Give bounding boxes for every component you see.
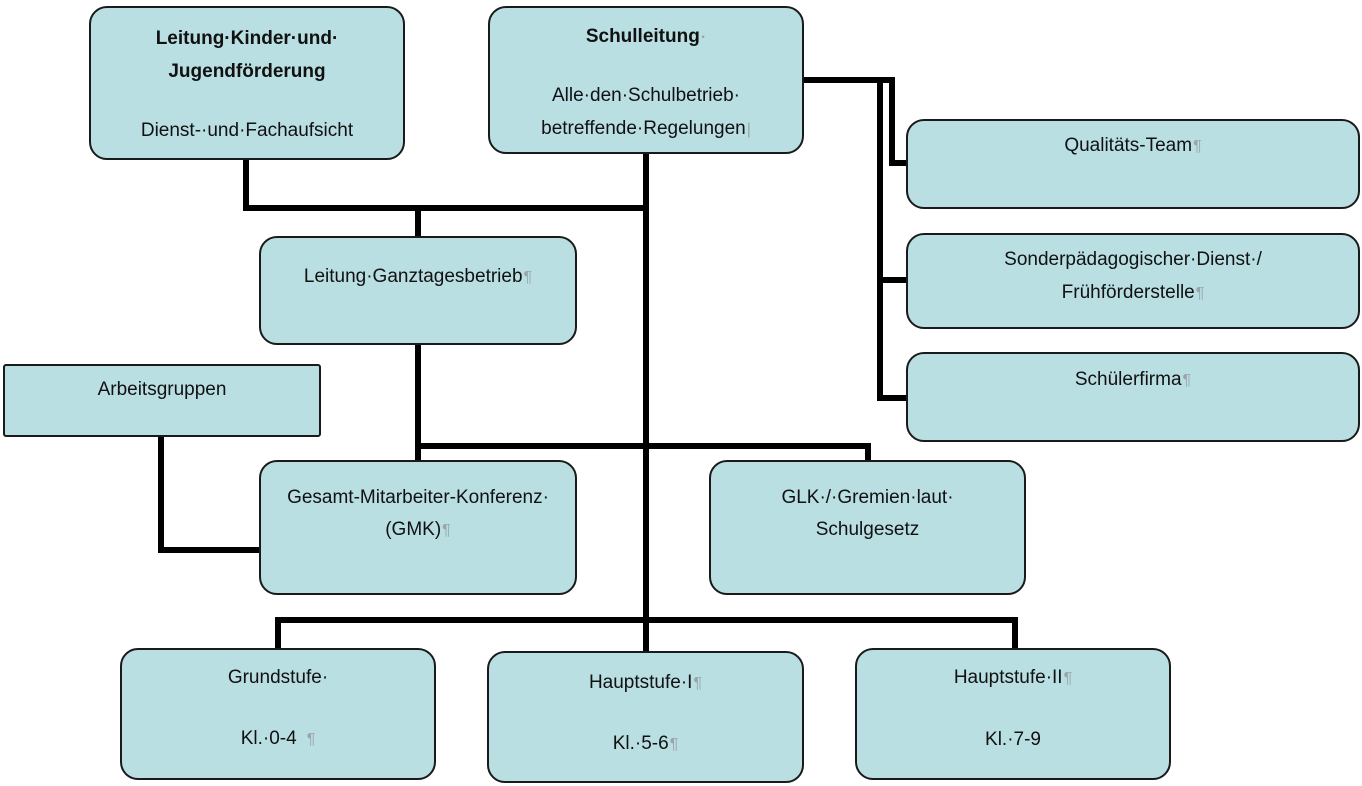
box-sonderpaedagogischer-dienst: Sonderpädagogischer·Dienst·/ Frühförders… bbox=[906, 233, 1360, 329]
schulleitung-title-mark: · bbox=[700, 29, 707, 46]
hauptstufe1-title-text: Hauptstufe·I bbox=[588, 672, 693, 693]
box-gesamt-mitarbeiter-konferenz: Gesamt-Mitarbeiter-Konferenz· (GMK)¶ bbox=[259, 460, 577, 595]
sonder-mark: ¶ bbox=[1195, 285, 1205, 302]
grundstufe-title: Grundstufe· bbox=[227, 667, 329, 688]
schuelerfirma-mark: ¶ bbox=[1182, 372, 1192, 389]
gmk-line2: (GMK)¶ bbox=[261, 519, 575, 541]
box-leitung-kinder-jugendfoerderung: Leitung·Kinder·und· Jugendförderung Dien… bbox=[89, 6, 405, 160]
hauptstufe1-classes-mark: ¶ bbox=[669, 736, 679, 753]
box-leitung-ganztagesbetrieb: Leitung·Ganztagesbetrieb¶ bbox=[259, 236, 577, 345]
connector-ganztag-gmk-glk bbox=[415, 342, 871, 463]
ganztag-mark: ¶ bbox=[523, 269, 533, 286]
qualitaet-label: Qualitäts-Team¶ bbox=[908, 135, 1358, 157]
schulleitung-sub-line2: betreffende·Regelungen| bbox=[490, 118, 802, 140]
sonder-line1: Sonderpädagogischer·Dienst·/ bbox=[1004, 249, 1262, 270]
schulleitung-sub-mark: | bbox=[746, 121, 751, 138]
box-qualitaets-team: Qualitäts-Team¶ bbox=[906, 119, 1360, 209]
kinder-title-line2: Jugendförderung bbox=[168, 61, 326, 82]
schulleitung-sub-line2-text: betreffende·Regelungen bbox=[541, 118, 746, 139]
box-grundstufe: Grundstufe· Kl.·0-4 ¶ bbox=[120, 648, 436, 780]
hauptstufe2-title-text: Hauptstufe·II bbox=[953, 667, 1063, 688]
hauptstufe1-classes: Kl.·5-6¶ bbox=[489, 733, 802, 755]
hauptstufe1-title: Hauptstufe·I¶ bbox=[489, 672, 802, 694]
arbeitsgruppen-label: Arbeitsgruppen bbox=[97, 379, 227, 400]
hauptstufe2-title-mark: ¶ bbox=[1063, 670, 1073, 687]
grundstufe-classes-text: Kl.·0-4 bbox=[240, 728, 297, 749]
sonder-line2: Frühförderstelle¶ bbox=[908, 282, 1358, 304]
qualitaet-mark: ¶ bbox=[1193, 138, 1202, 155]
connector-right-outer bbox=[801, 77, 910, 166]
grundstufe-mark: ¶ bbox=[306, 731, 316, 748]
gmk-mark: ¶ bbox=[442, 522, 451, 539]
schuelerfirma-label: Schülerfirma¶ bbox=[908, 369, 1358, 391]
ganztag-label: Leitung·Ganztagesbetrieb¶ bbox=[261, 266, 575, 288]
schulleitung-sub-line1: Alle·den·Schulbetrieb· bbox=[552, 85, 740, 106]
qualitaet-label-text: Qualitäts-Team bbox=[1064, 135, 1193, 156]
schulleitung-title-text: Schulleitung bbox=[585, 26, 700, 47]
glk-line1: GLK·/·Gremien·laut· bbox=[781, 487, 954, 508]
kinder-subtitle: Dienst-·und·Fachaufsicht bbox=[140, 120, 354, 141]
box-hauptstufe-2: Hauptstufe·II¶ Kl.·7-9 bbox=[855, 648, 1171, 780]
hauptstufe1-classes-text: Kl.·5-6 bbox=[612, 733, 669, 754]
grundstufe-classes: Kl.·0-4 ¶ bbox=[122, 728, 434, 750]
box-schuelerfirma: Schülerfirma¶ bbox=[906, 352, 1360, 442]
connector-right-inner bbox=[877, 77, 910, 401]
connector-arbeitsgruppen-gmk bbox=[158, 434, 263, 553]
connector-kinder-ganztag bbox=[243, 157, 649, 211]
ganztag-label-text: Leitung·Ganztagesbetrieb bbox=[303, 266, 523, 287]
gmk-line1: Gesamt-Mitarbeiter-Konferenz· bbox=[287, 487, 549, 508]
gmk-line2-text: (GMK) bbox=[385, 519, 442, 540]
schulleitung-title: Schulleitung· bbox=[490, 26, 802, 48]
box-schulleitung: Schulleitung· Alle·den·Schulbetrieb· bet… bbox=[488, 6, 804, 154]
sonder-line2-text: Frühförderstelle bbox=[1061, 282, 1195, 303]
kinder-title-line1: Leitung·Kinder·und· bbox=[155, 28, 339, 49]
box-arbeitsgruppen: Arbeitsgruppen bbox=[3, 364, 321, 437]
schuelerfirma-label-text: Schülerfirma bbox=[1074, 369, 1182, 390]
box-glk-gremien: GLK·/·Gremien·laut· Schulgesetz bbox=[709, 460, 1026, 595]
hauptstufe2-title: Hauptstufe·II¶ bbox=[857, 667, 1169, 689]
hauptstufe1-title-mark: ¶ bbox=[693, 675, 703, 692]
glk-line2: Schulgesetz bbox=[815, 519, 920, 540]
hauptstufe2-classes: Kl.·7-9 bbox=[985, 729, 1041, 750]
box-hauptstufe-1: Hauptstufe·I¶ Kl.·5-6¶ bbox=[487, 651, 804, 783]
connector-stufen bbox=[275, 617, 1018, 653]
